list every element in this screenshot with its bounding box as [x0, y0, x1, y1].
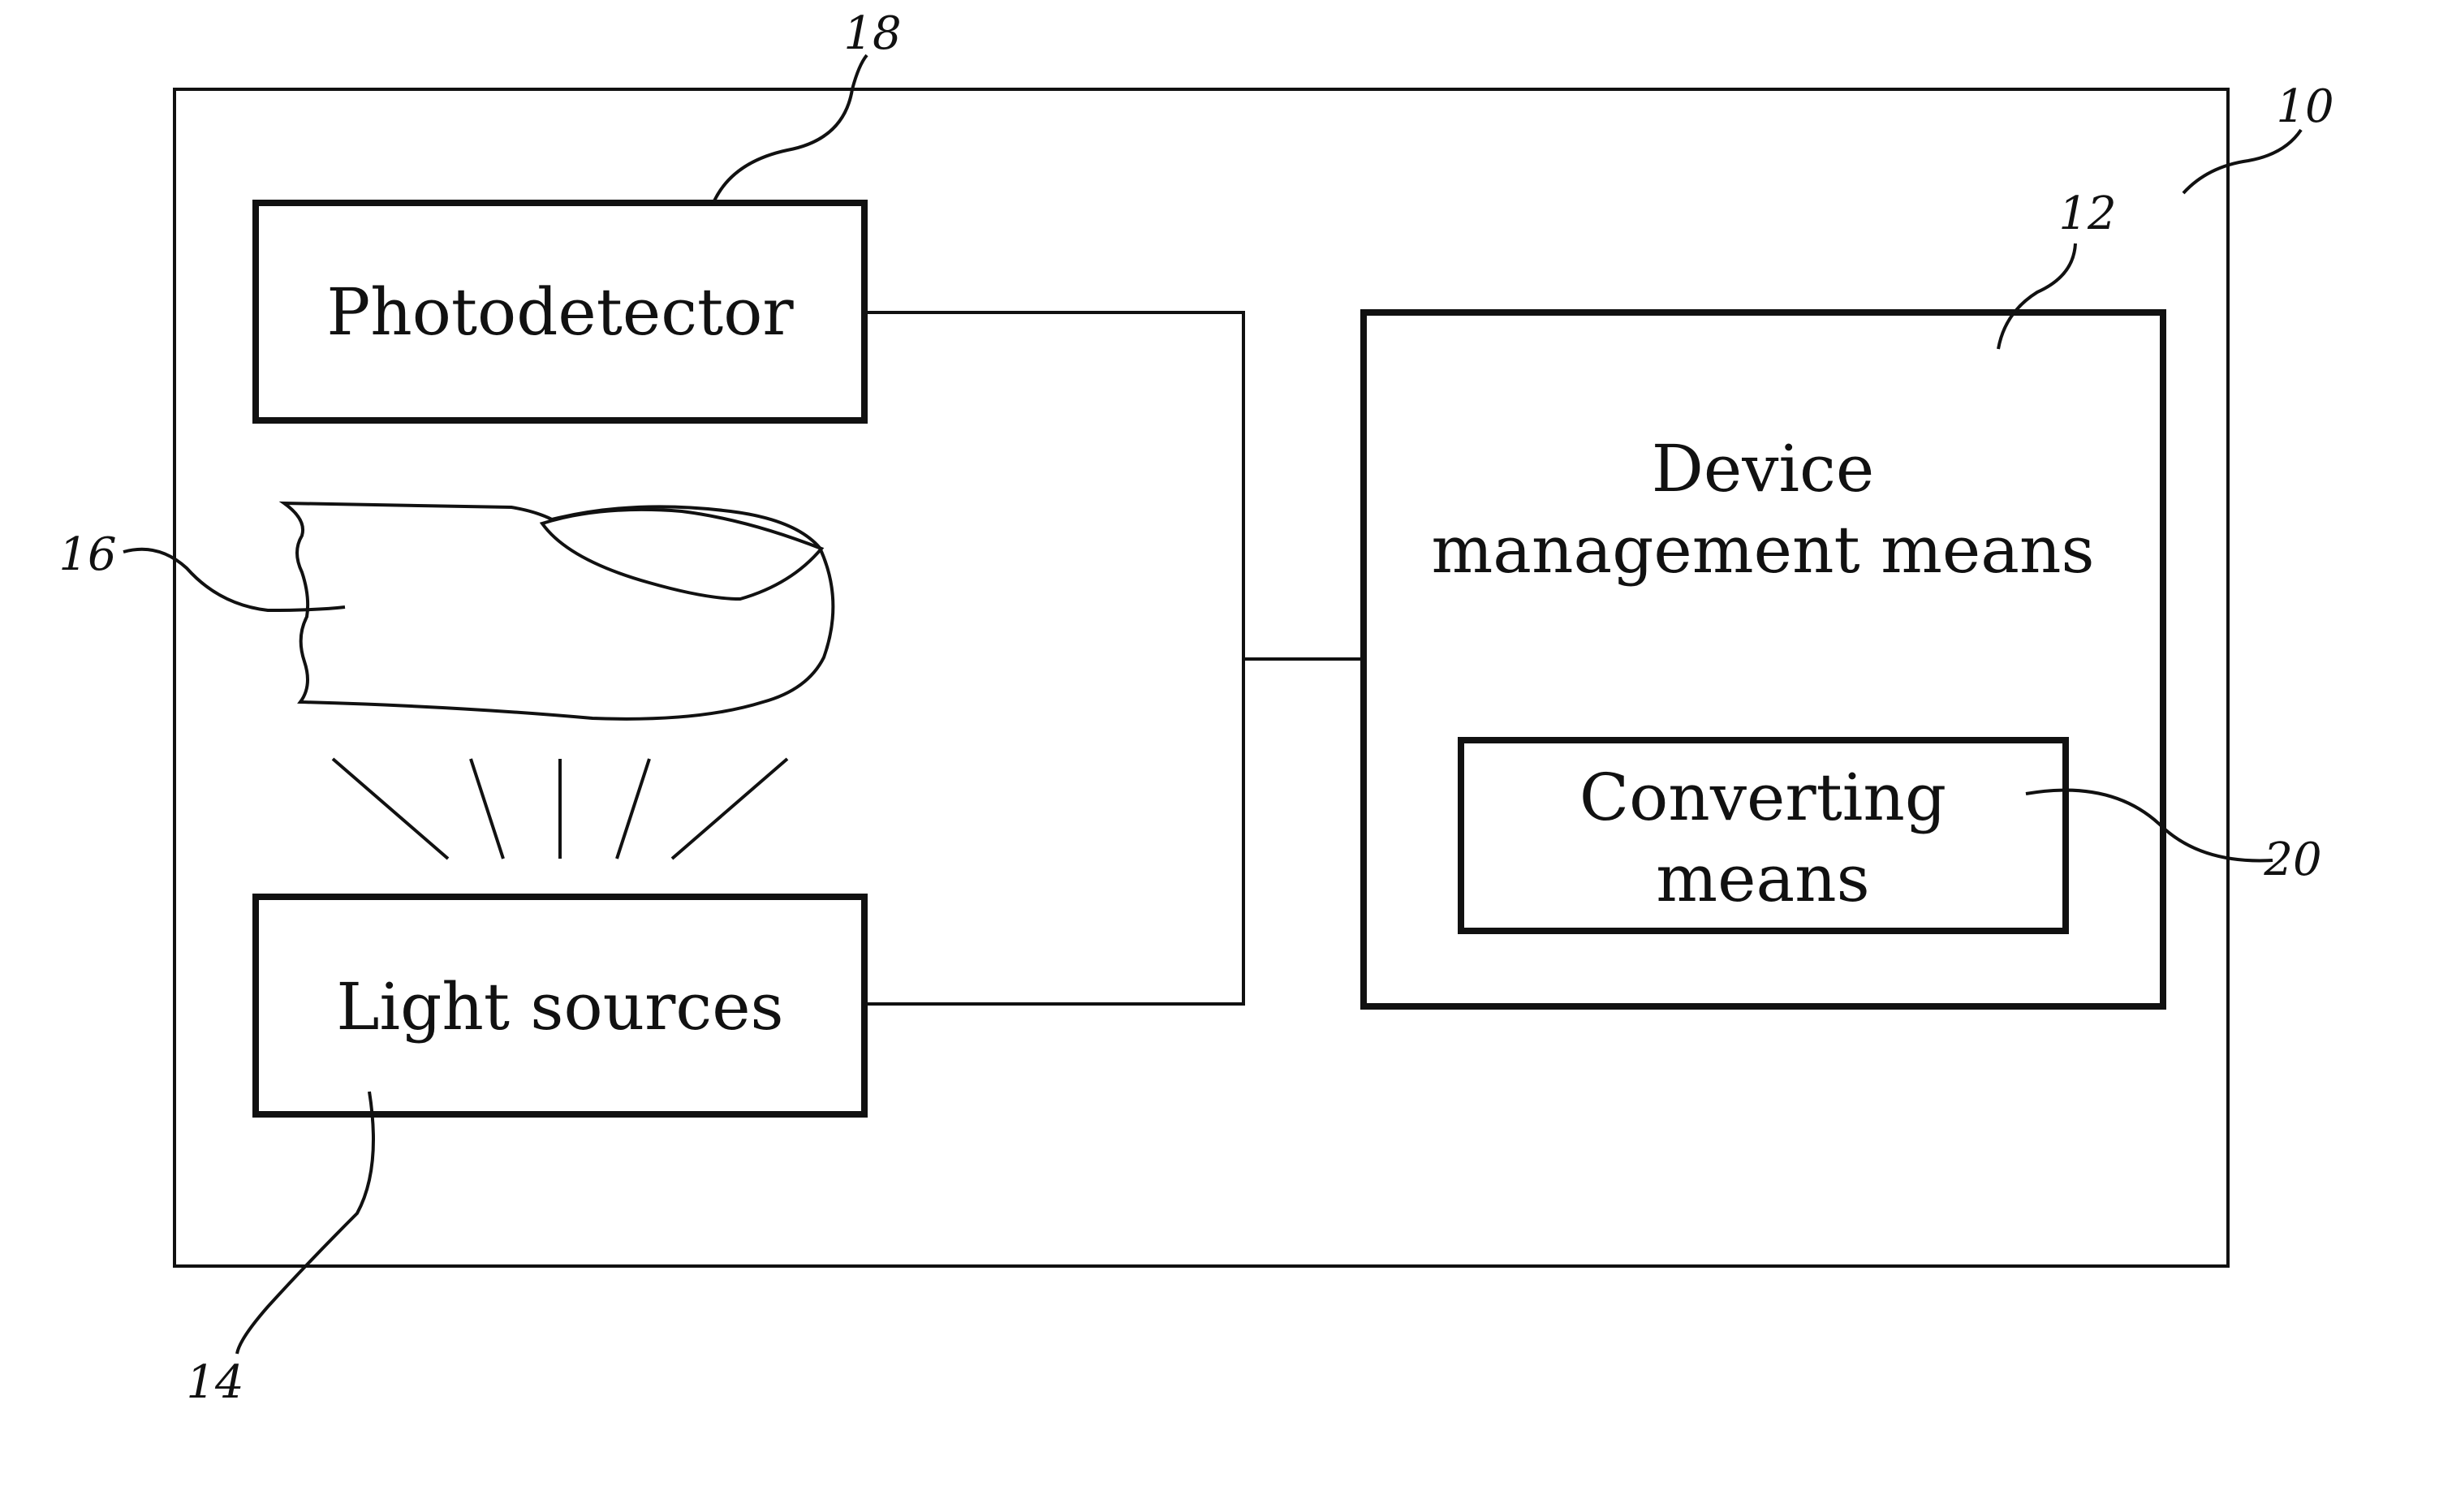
photodetector-label: Photodetector [326, 274, 794, 350]
leader-12 [1998, 243, 2075, 349]
device-management-label-line1: Device [1652, 431, 1874, 506]
light-ray [333, 759, 448, 859]
ref-16: 16 [58, 528, 116, 581]
light-sources-block: Light sources [256, 897, 864, 1114]
reference-leaders [123, 55, 2301, 1354]
light-ray [617, 759, 649, 859]
leader-18 [713, 55, 867, 205]
reference-numerals: 18 16 14 12 20 10 [58, 7, 2333, 1409]
connection-lines [864, 312, 1364, 1004]
ref-18: 18 [843, 7, 901, 60]
light-sources-label: Light sources [336, 969, 783, 1045]
light-ray [471, 759, 503, 859]
ref-10: 10 [2276, 80, 2333, 133]
photodetector-block: Photodetector [256, 203, 864, 420]
device-enclosure [175, 89, 2228, 1266]
ref-14: 14 [186, 1356, 243, 1409]
converting-means-label-line2: means [1656, 841, 1869, 916]
light-ray [672, 759, 787, 859]
leader-16 [123, 549, 345, 610]
finger-outline [284, 503, 833, 719]
ref-12: 12 [2058, 187, 2116, 240]
photodetector-wire [864, 312, 1243, 1004]
converting-means-label-line1: Converting [1579, 760, 1946, 835]
light-rays [333, 759, 787, 859]
finger-illustration [284, 503, 833, 719]
converting-means-block: Converting means [1461, 740, 2066, 931]
device-management-label-line2: management means [1431, 512, 2094, 588]
ref-20: 20 [2263, 834, 2321, 886]
leader-14 [237, 1092, 373, 1354]
leader-10 [2183, 130, 2301, 193]
